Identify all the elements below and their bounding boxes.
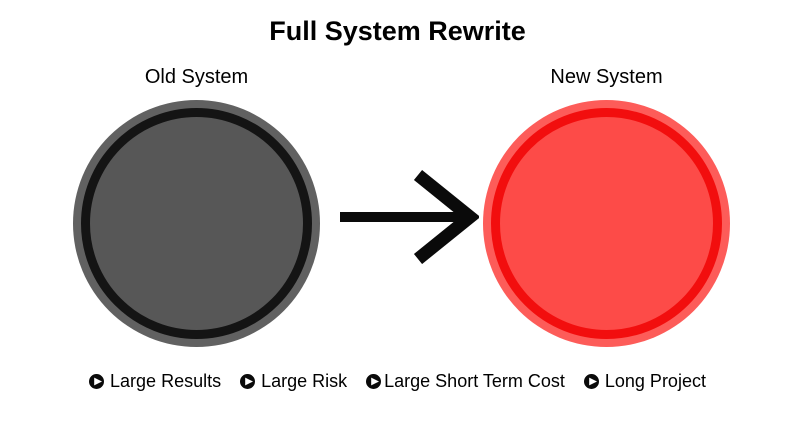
bullet-item: Large Results bbox=[89, 369, 221, 393]
play-circle-icon bbox=[366, 373, 382, 389]
bullet-item: Large Risk bbox=[240, 369, 347, 393]
bullet-label: Large Risk bbox=[261, 371, 348, 391]
page-title: Full System Rewrite bbox=[269, 16, 526, 46]
bullet-label: Large Results bbox=[110, 371, 222, 391]
new-system-label: New System bbox=[550, 66, 663, 88]
old-system-circle bbox=[81, 108, 312, 339]
play-circle-icon bbox=[89, 373, 105, 389]
right-arrow-icon bbox=[340, 169, 479, 264]
bullet-item: Large Short Term Cost bbox=[366, 369, 565, 393]
bullet-label: Long Project bbox=[604, 371, 706, 391]
bullet-row: Large Results Large Risk Large Short Ter… bbox=[0, 369, 795, 393]
bullet-item: Long Project bbox=[583, 369, 706, 393]
play-circle-icon bbox=[583, 373, 599, 389]
new-system-circle bbox=[491, 108, 722, 339]
bullet-label: Large Short Term Cost bbox=[384, 371, 565, 391]
play-circle-icon bbox=[240, 373, 256, 389]
old-system-label: Old System bbox=[144, 66, 249, 88]
